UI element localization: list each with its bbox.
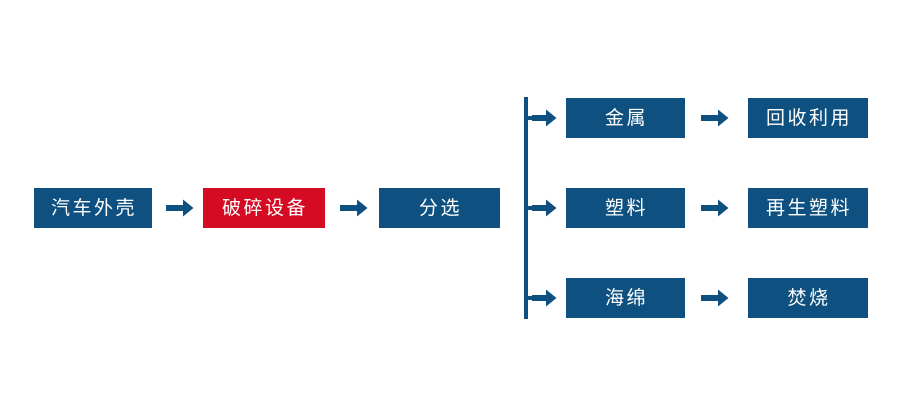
branch-stub-sponge — [524, 296, 538, 300]
node-auto-shell[interactable]: 汽车外壳 — [34, 188, 152, 228]
node-shredder[interactable]: 破碎设备 — [203, 188, 325, 228]
arrow-right-icon — [701, 107, 729, 129]
arrow-right-icon — [340, 197, 368, 219]
node-sponge[interactable]: 海绵 — [566, 278, 685, 318]
branch-stub-metal — [524, 116, 538, 120]
arrow-right-icon — [532, 287, 560, 309]
arrow-right-icon — [166, 197, 194, 219]
node-incineration[interactable]: 焚烧 — [748, 278, 868, 318]
branch-stub-plastic — [524, 206, 538, 210]
node-regenerated-plastic[interactable]: 再生塑料 — [748, 188, 868, 228]
arrow-right-icon — [532, 107, 560, 129]
node-sorting[interactable]: 分选 — [379, 188, 500, 228]
node-recycle-reuse[interactable]: 回收利用 — [748, 98, 868, 138]
arrow-right-icon — [532, 197, 560, 219]
arrow-right-icon — [701, 287, 729, 309]
node-metal[interactable]: 金属 — [566, 98, 685, 138]
arrow-right-icon — [701, 197, 729, 219]
node-plastic[interactable]: 塑料 — [566, 188, 685, 228]
